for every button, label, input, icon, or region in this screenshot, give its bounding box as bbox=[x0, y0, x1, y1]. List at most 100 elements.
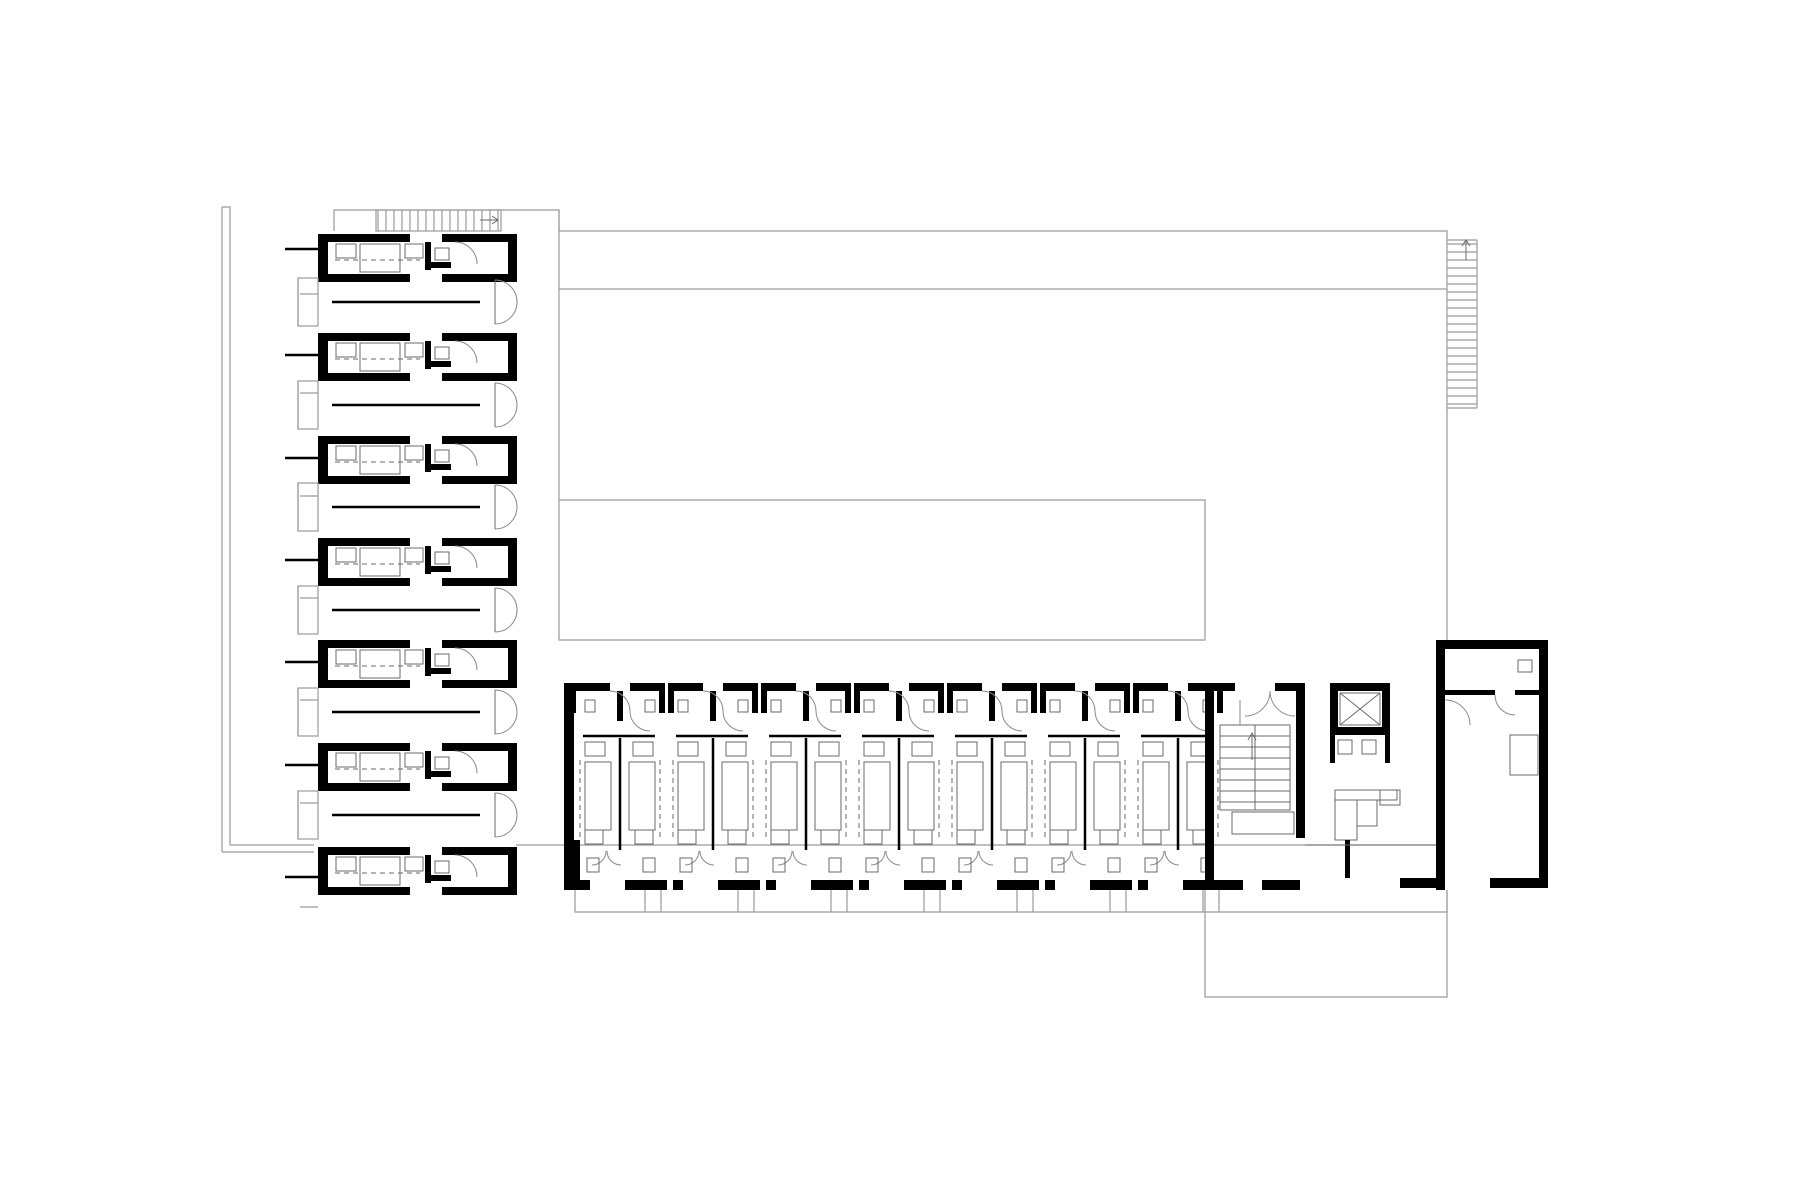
door-swing bbox=[792, 850, 808, 866]
wall-segment bbox=[425, 444, 431, 472]
door-swing bbox=[454, 647, 478, 671]
wall-segment bbox=[425, 546, 431, 574]
wall-segment bbox=[442, 274, 517, 282]
wall-segment bbox=[442, 578, 517, 586]
door-swing bbox=[1071, 850, 1087, 866]
door-swing bbox=[454, 340, 478, 364]
wall-segment bbox=[431, 875, 451, 881]
wall-segment bbox=[1133, 683, 1168, 691]
wall-segment bbox=[947, 683, 982, 691]
wall-segment bbox=[431, 262, 451, 268]
west-unit bbox=[285, 436, 517, 497]
wall-segment bbox=[425, 855, 431, 883]
wall-segment bbox=[508, 234, 517, 282]
direction-arrow bbox=[480, 215, 499, 225]
wall-segment bbox=[989, 691, 995, 721]
west-unit bbox=[285, 538, 517, 599]
wall-segment bbox=[580, 880, 590, 890]
door-swing bbox=[494, 587, 518, 611]
wall-segment bbox=[442, 743, 517, 751]
door-swing bbox=[885, 850, 901, 866]
door-swing bbox=[454, 443, 478, 467]
east-room bbox=[1400, 640, 1548, 890]
west-unit bbox=[285, 640, 517, 701]
wall-segment bbox=[659, 683, 665, 713]
door-swing bbox=[494, 711, 518, 735]
west-corridor-gap bbox=[297, 482, 518, 532]
wall-segment bbox=[617, 691, 623, 721]
wall-segment bbox=[508, 847, 517, 895]
door-swing bbox=[494, 506, 518, 530]
door-swing bbox=[494, 404, 518, 428]
wall-segment bbox=[1031, 683, 1037, 713]
wall-segment bbox=[442, 640, 517, 648]
door-swing bbox=[609, 690, 631, 712]
door-swing bbox=[494, 301, 518, 325]
entry-stair-east bbox=[1447, 239, 1477, 405]
wall-segment bbox=[442, 783, 517, 791]
wall-segment bbox=[508, 538, 517, 586]
door-swing bbox=[777, 850, 793, 866]
wall-segment bbox=[859, 880, 869, 890]
south-unit bbox=[761, 683, 853, 912]
door-swing bbox=[454, 545, 478, 569]
door-swing bbox=[870, 850, 886, 866]
wall-segment bbox=[1138, 880, 1148, 890]
wall-segment bbox=[425, 751, 431, 779]
wall-segment bbox=[508, 640, 517, 688]
door-swing bbox=[795, 690, 817, 712]
wall-segment bbox=[318, 436, 328, 484]
door-swing bbox=[494, 792, 518, 816]
wall-segment bbox=[318, 578, 410, 586]
wall-segment bbox=[425, 341, 431, 369]
elevator-shaft bbox=[1330, 683, 1390, 735]
wall-segment bbox=[1040, 683, 1046, 713]
wall-segment bbox=[1133, 683, 1139, 713]
wall-segment bbox=[1124, 683, 1130, 713]
wall-segment bbox=[318, 333, 328, 381]
wall-segment bbox=[318, 847, 410, 855]
wall-segment bbox=[431, 464, 451, 470]
wall-segment bbox=[1082, 691, 1088, 721]
wall-segment bbox=[431, 361, 451, 367]
wall-segment bbox=[431, 668, 451, 674]
door-swing bbox=[1149, 850, 1165, 866]
wall-segment bbox=[442, 373, 517, 381]
wall-segment bbox=[442, 847, 517, 855]
wall-segment bbox=[442, 333, 517, 341]
wall-segment bbox=[938, 683, 944, 713]
wall-segment bbox=[1045, 880, 1055, 890]
door-swing bbox=[1164, 850, 1180, 866]
wall-segment bbox=[816, 683, 851, 691]
wall-segment bbox=[803, 691, 809, 721]
wall-segment bbox=[564, 683, 574, 890]
door-swing bbox=[888, 690, 910, 712]
door-swing bbox=[606, 850, 622, 866]
wall-segment bbox=[425, 242, 431, 270]
wall-segment bbox=[811, 880, 853, 890]
wall-segment bbox=[318, 538, 410, 546]
wall-segment bbox=[718, 880, 760, 890]
wall-segment bbox=[673, 880, 683, 890]
wall-segment bbox=[318, 783, 410, 791]
door-swing bbox=[1167, 690, 1189, 712]
wall-segment bbox=[668, 683, 674, 713]
door-swing bbox=[815, 710, 837, 732]
door-swing bbox=[963, 850, 979, 866]
wall-segment bbox=[1095, 683, 1130, 691]
wall-segment bbox=[854, 683, 860, 713]
west-corridor-gap bbox=[297, 585, 518, 635]
door-swing bbox=[494, 382, 518, 406]
wall-segment bbox=[854, 683, 889, 691]
door-swing bbox=[702, 690, 724, 712]
wall-segment bbox=[318, 743, 410, 751]
wall-segment bbox=[1040, 683, 1075, 691]
wall-segment bbox=[904, 880, 946, 890]
west-wing-units bbox=[285, 234, 518, 908]
entry-stair-north bbox=[375, 209, 502, 232]
wall-segment bbox=[318, 274, 410, 282]
west-corridor-gap bbox=[297, 687, 518, 737]
wall-segment bbox=[318, 333, 410, 341]
west-unit bbox=[285, 333, 517, 394]
